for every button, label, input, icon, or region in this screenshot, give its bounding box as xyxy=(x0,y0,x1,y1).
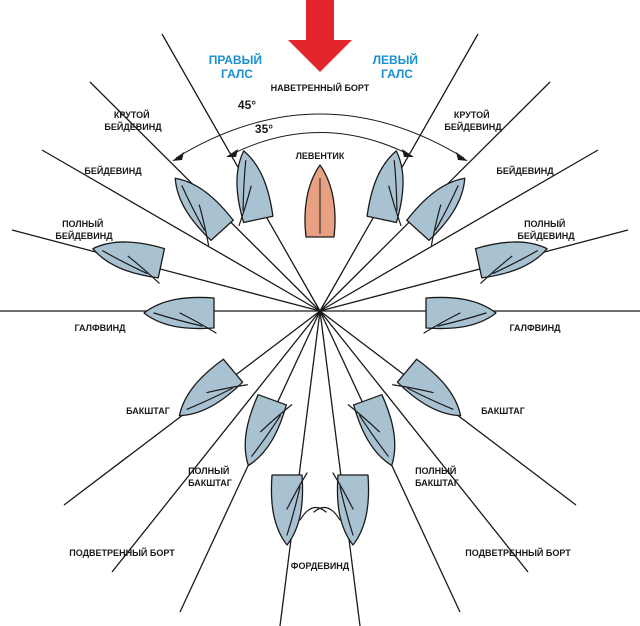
boats xyxy=(92,150,548,546)
boat xyxy=(236,150,274,227)
starboard-tack-label: ПРАВЫЙ ГАЛС xyxy=(209,52,266,81)
course-rays xyxy=(0,33,640,626)
windward-side-label: НАВЕТРЕННЫЙ БОРТ xyxy=(271,82,370,93)
boat xyxy=(92,241,166,284)
course-ray xyxy=(111,310,321,573)
head-to-wind-label: ЛЕВЕНТИК xyxy=(296,151,345,161)
close-reach-label-left: БЕЙДЕВИНД xyxy=(84,165,142,176)
close-reach-label-right: БЕЙДЕВИНД xyxy=(496,165,554,176)
course-ray xyxy=(319,229,629,312)
boat xyxy=(178,358,248,417)
angle-45-label: 45° xyxy=(238,98,256,112)
boat xyxy=(332,472,370,546)
arc-45-arrowhead-right xyxy=(456,152,468,161)
head-to-wind-boat xyxy=(304,164,336,238)
angle-arc-45 xyxy=(175,113,465,159)
full-close-reach-label-left: ПОЛНЫЙ БЕЙДЕВИНД xyxy=(55,218,113,241)
broad-reach-label-right: БАКШТАГ xyxy=(481,406,525,416)
arc-35-arrowhead-left xyxy=(226,149,238,157)
close-hauled-label-right: КРУТОЙ БЕЙДЕВИНД xyxy=(444,109,502,132)
boat xyxy=(174,177,234,246)
port-tack-label: ЛЕВЫЙ ГАЛС xyxy=(373,52,422,81)
angle-arc-35 xyxy=(229,132,411,156)
course-ray xyxy=(319,310,361,626)
course-ray xyxy=(319,149,599,312)
beam-reach-label-left: ГАЛФВИНД xyxy=(74,323,126,333)
boat xyxy=(474,241,548,284)
running-label: ФОРДЕВИНД xyxy=(291,561,350,571)
wind-arrow xyxy=(288,0,352,72)
boat xyxy=(423,296,497,334)
arc-35-arrowhead-right xyxy=(402,149,414,157)
leeward-side-label-right: ПОДВЕТРЕННЫЙ БОРТ xyxy=(465,547,571,558)
full-broad-reach-label-right: ПОЛНЫЙ БАКШТАГ xyxy=(415,465,459,488)
full-close-reach-label-right: ПОЛНЫЙ БЕЙДЕВИНД xyxy=(517,218,575,241)
broad-reach-label-left: БАКШТАГ xyxy=(126,406,170,416)
boat xyxy=(270,472,308,546)
full-broad-reach-label-left: ПОЛНЫЙ БАКШТАГ xyxy=(188,465,232,488)
boat xyxy=(366,150,404,227)
close-hauled-label-left: КРУТОЙ БЕЙДЕВИНД xyxy=(104,109,162,132)
arc-45-arrowhead-left xyxy=(172,152,184,161)
beam-reach-label-right: ГАЛФВИНД xyxy=(509,323,561,333)
boat xyxy=(143,296,217,334)
angle-35-label: 35° xyxy=(255,122,273,136)
course-ray xyxy=(41,149,321,312)
course-ray xyxy=(11,229,321,312)
course-ray xyxy=(279,310,321,626)
leeward-side-label-left: ПОДВЕТРЕННЫЙ БОРТ xyxy=(69,547,175,558)
boat xyxy=(244,394,293,467)
boat xyxy=(347,394,396,467)
boat xyxy=(392,358,462,417)
boat xyxy=(406,177,466,246)
course-ray xyxy=(319,310,529,573)
